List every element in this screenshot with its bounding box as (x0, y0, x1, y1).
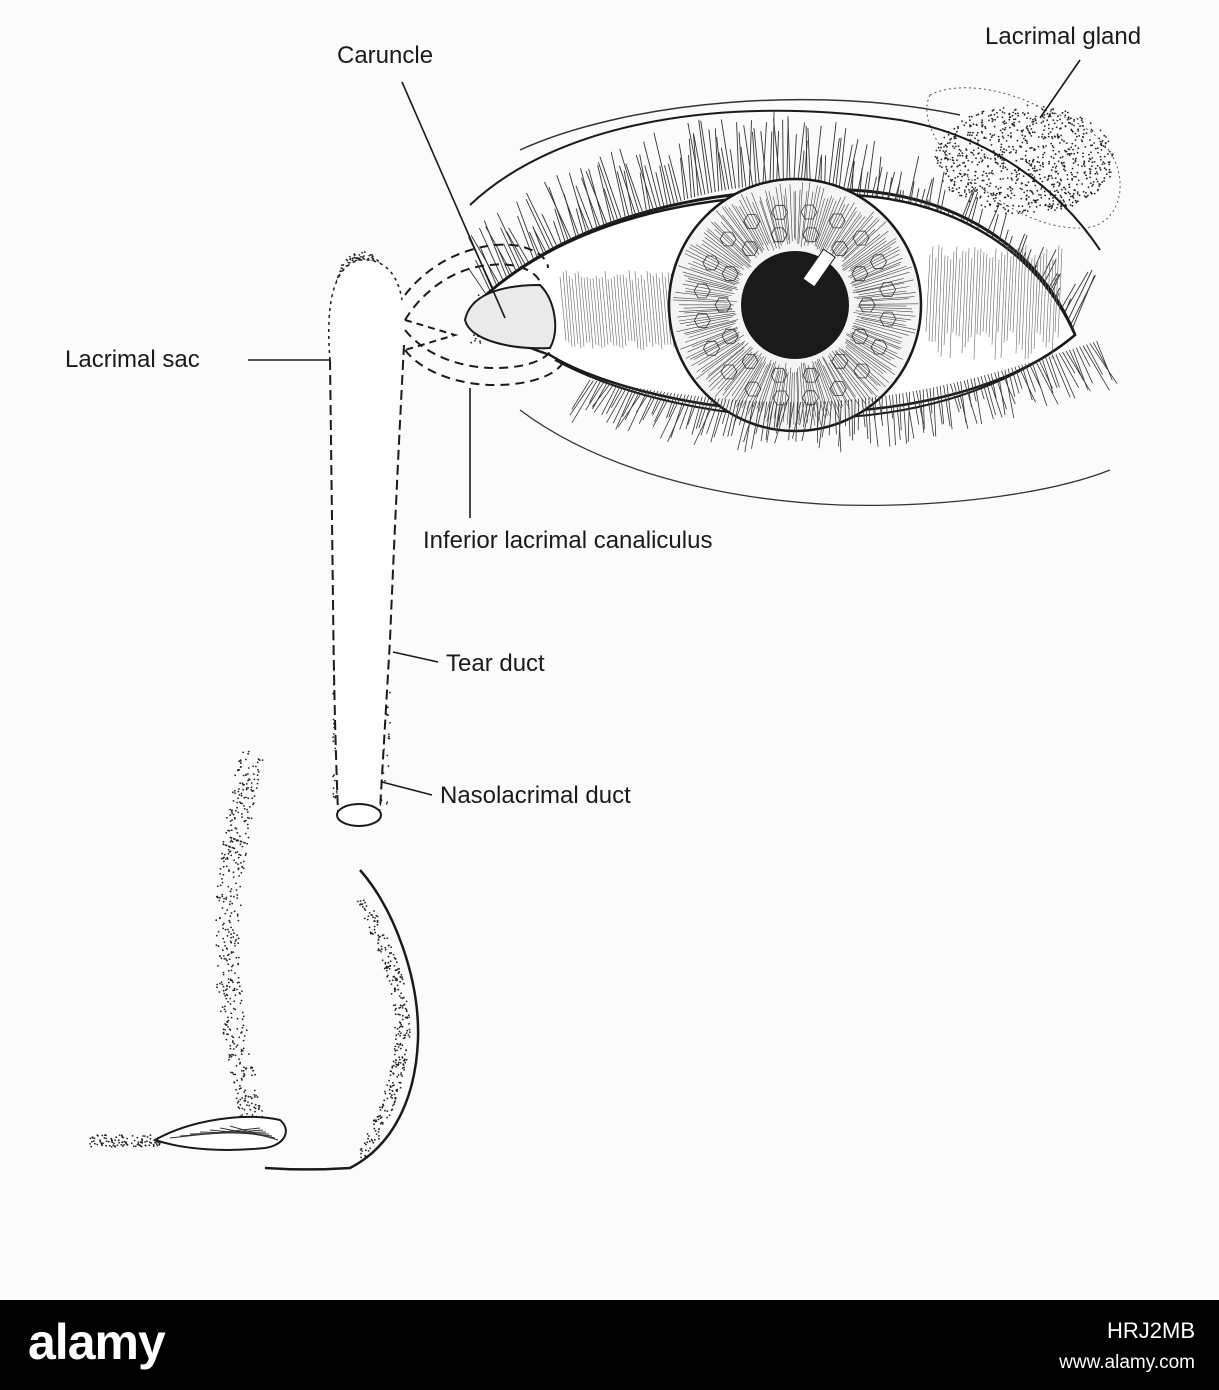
site-url: www.alamy.com (1059, 1352, 1195, 1373)
nose-outline (264, 869, 420, 1171)
label-inferior-lacrimal-canaliculus: Inferior lacrimal canaliculus (423, 527, 713, 554)
leader-lacrimal-gland (1039, 59, 1081, 119)
pupil (741, 251, 849, 359)
inferior-canaliculus (404, 329, 566, 387)
label-nasolacrimal-duct: Nasolacrimal duct (440, 782, 631, 809)
leader-caruncle (401, 81, 506, 319)
lacrimal-gland-shape (926, 87, 1121, 229)
image-id: HRJ2MB (1106, 1318, 1195, 1343)
lacrimal-sac-shape (328, 259, 404, 812)
label-lacrimal-gland: Lacrimal gland (985, 23, 1142, 50)
lower-lid-fold (519, 409, 1111, 506)
upper-lid-crease (469, 109, 1101, 251)
brand-logo: alamy (28, 1314, 166, 1370)
leader-nasolacrimal-duct (381, 781, 433, 796)
canaliculus-junction (404, 319, 459, 351)
duct-left-edge (329, 359, 339, 813)
eye-illustration (89, 59, 1121, 1171)
anatomy-diagram: Caruncle Lacrimal gland Lacrimal sac Inf… (65, 23, 1142, 1171)
superior-canaliculus (404, 243, 549, 321)
sac-left-edge (328, 259, 403, 361)
duct-right-edge (379, 344, 405, 811)
leader-tear-duct (392, 651, 439, 663)
label-caruncle: Caruncle (337, 42, 434, 69)
stock-footer-bar: alamy HRJ2MB www.alamy.com (0, 1300, 1219, 1390)
upper-lid-outer-crease (519, 98, 961, 151)
caruncle-shape (463, 283, 557, 350)
duct-opening (336, 803, 382, 827)
pupil-highlight (802, 248, 836, 288)
label-lacrimal-sac: Lacrimal sac (65, 346, 200, 373)
label-tear-duct: Tear duct (446, 650, 545, 677)
